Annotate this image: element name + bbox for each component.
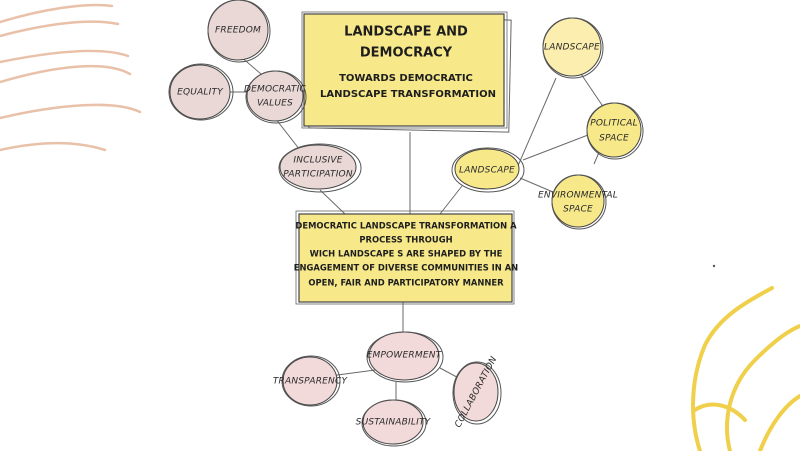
node-political-space: POLITICAL SPACE bbox=[586, 102, 644, 160]
node-landscape-top: LANDSCAPE bbox=[542, 17, 604, 79]
node-environmental-label-1: ENVIRONMENTAL bbox=[538, 191, 618, 201]
definition-line-2: PROCESS THROUGH bbox=[359, 235, 452, 245]
node-sustainability-label: SUSTAINABILITY bbox=[356, 418, 432, 428]
node-political-label-2: SPACE bbox=[599, 134, 629, 144]
node-inclusive-participation: INCLUSIVE PARTICIPATION bbox=[278, 143, 362, 193]
node-landscape-top-label: LANDSCAPE bbox=[544, 43, 600, 53]
node-freedom-label: FREEDOM bbox=[215, 26, 261, 36]
node-landscape-mid: LANDSCAPE bbox=[451, 147, 525, 193]
definition-line-4: ENGAGEMENT OF DIVERSE COMMUNITIES IN AN bbox=[294, 263, 518, 273]
node-environmental-label-2: SPACE bbox=[563, 205, 593, 215]
node-collaboration: COLLABORATION bbox=[452, 355, 502, 430]
node-equality: EQUALITY bbox=[168, 63, 234, 121]
node-democratic-values-label-2: VALUES bbox=[257, 99, 293, 109]
title-line-1: LANDSCAPE AND bbox=[344, 25, 468, 40]
node-landscape-mid-label: LANDSCAPE bbox=[459, 166, 515, 176]
definition-box: DEMOCRATIC LANDSCAPE TRANSFORMATION A PR… bbox=[294, 210, 518, 305]
node-democratic-values-label-1: DEMOCRATIC bbox=[244, 85, 306, 95]
definition-line-1: DEMOCRATIC LANDSCAPE TRANSFORMATION A bbox=[295, 221, 517, 231]
node-environmental-space: ENVIRONMENTAL SPACE bbox=[538, 174, 618, 230]
subtitle-line-2: LANDSCAPE TRANSFORMATION bbox=[320, 89, 496, 100]
node-inclusive-label-1: INCLUSIVE bbox=[293, 156, 342, 166]
node-freedom: FREEDOM bbox=[207, 0, 271, 63]
title-line-2: DEMOCRACY bbox=[360, 46, 453, 61]
node-empowerment: EMPOWERMENT bbox=[366, 331, 444, 383]
node-transparency-label: TRANSPARENCY bbox=[273, 377, 349, 387]
decorative-peach-strokes bbox=[0, 3, 142, 152]
title-box: LANDSCAPE AND DEMOCRACY TOWARDS DEMOCRAT… bbox=[301, 11, 512, 133]
definition-line-5: OPEN, FAIR AND PARTICIPATORY MANNER bbox=[308, 278, 504, 288]
node-transparency: TRANSPARENCY bbox=[273, 355, 349, 407]
decorative-gold-scribble bbox=[691, 286, 800, 451]
definition-line-3: WICH LANDSCAPE S ARE SHAPED BY THE bbox=[310, 249, 503, 259]
node-inclusive-label-2: PARTICIPATION bbox=[283, 170, 353, 180]
decorative-dot bbox=[712, 264, 716, 268]
node-political-label-1: POLITICAL bbox=[590, 119, 638, 129]
node-democratic-values: DEMOCRATIC VALUES bbox=[244, 70, 307, 124]
node-empowerment-label: EMPOWERMENT bbox=[367, 351, 443, 361]
node-sustainability: SUSTAINABILITY bbox=[356, 399, 432, 447]
subtitle-line-1: TOWARDS DEMOCRATIC bbox=[339, 73, 473, 84]
node-equality-label: EQUALITY bbox=[177, 88, 224, 98]
